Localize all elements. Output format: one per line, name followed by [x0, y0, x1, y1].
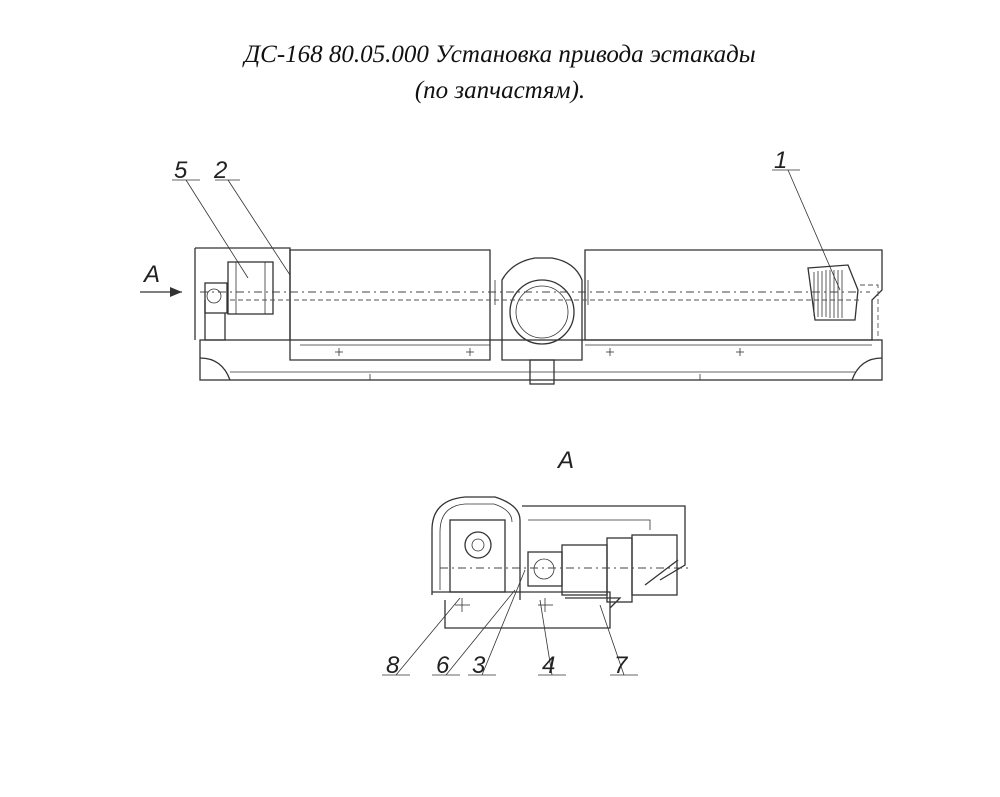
callout-7: 7 [614, 652, 629, 679]
drawing-subtitle: (по запчастям). [414, 77, 586, 104]
callout-3: 3 [472, 652, 486, 679]
callout-6: 6 [436, 652, 450, 679]
left-cover [289, 249, 491, 361]
main-view: А 5 2 1 [140, 147, 883, 385]
right-cover [584, 249, 883, 341]
callout-5: 5 [174, 157, 188, 184]
motor [561, 544, 608, 596]
base-frame [199, 339, 883, 381]
view-a: А 8 6 3 [382, 447, 690, 679]
base [432, 591, 611, 629]
callout-4: 4 [542, 652, 555, 679]
central-gearbox [501, 257, 583, 361]
view-arrow-label: А [142, 261, 160, 288]
callout-2: 2 [213, 157, 227, 184]
drum [227, 261, 274, 315]
hood [431, 496, 521, 600]
drawing-title: ДС-168 80.05.000 Установка привода эстак… [244, 41, 756, 68]
guard [522, 505, 686, 581]
callout-1: 1 [774, 147, 787, 174]
view-a-title: А [556, 447, 574, 474]
callout-8: 8 [386, 652, 400, 679]
